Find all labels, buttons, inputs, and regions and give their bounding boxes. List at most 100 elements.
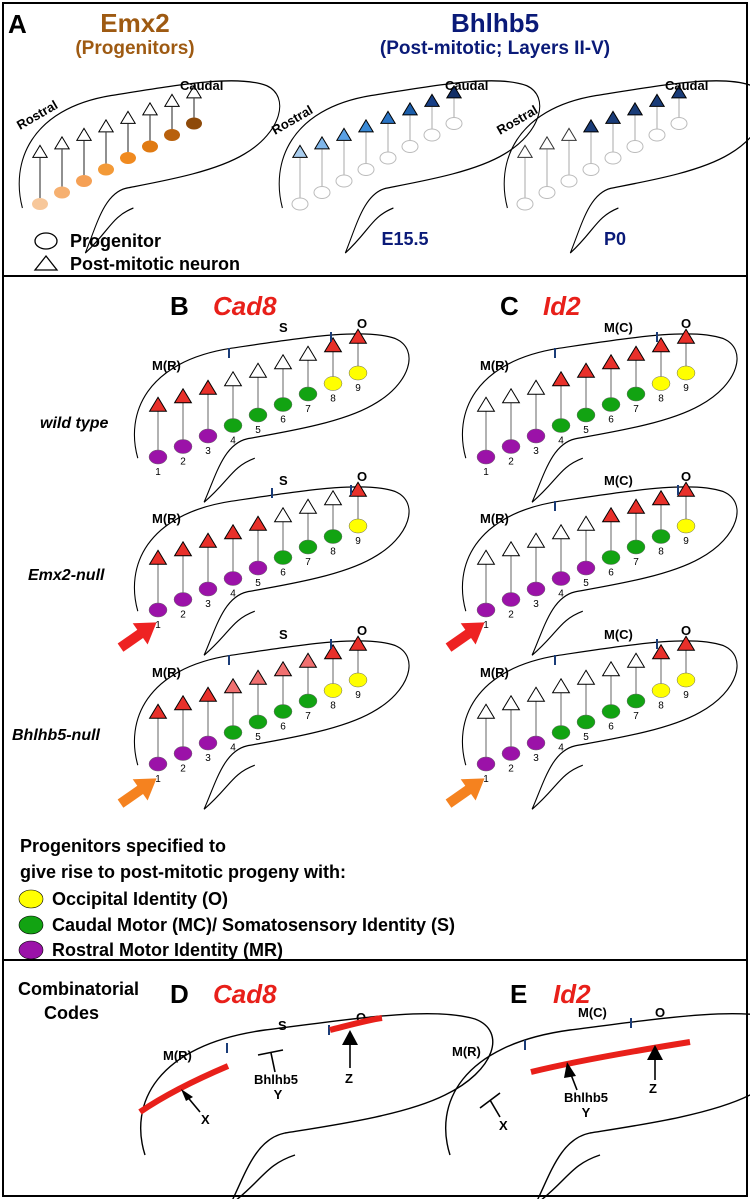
neuron-number: 8 bbox=[330, 547, 336, 558]
e155-diagram bbox=[278, 80, 541, 254]
neuron-number: 8 bbox=[330, 394, 336, 405]
area-label-mr: M(R) bbox=[480, 511, 509, 526]
neuron-triangle bbox=[526, 686, 546, 702]
area-label-mr: M(R) bbox=[152, 358, 181, 373]
progenitor bbox=[348, 518, 368, 534]
progenitor bbox=[54, 186, 70, 199]
legend-heading-2: give rise to post-mitotic progeny with: bbox=[20, 862, 346, 882]
progenitor bbox=[582, 163, 600, 176]
progenitor bbox=[670, 117, 688, 130]
progenitor bbox=[148, 756, 168, 772]
neuron-triangle bbox=[323, 643, 343, 660]
neuron-number: 3 bbox=[205, 599, 211, 610]
genotype-bhlhb5-null: Bhlhb5-null bbox=[12, 727, 101, 744]
arrow-x: X bbox=[181, 1089, 210, 1127]
neuron-triangle bbox=[53, 135, 71, 150]
neuron-triangle bbox=[273, 353, 293, 370]
neuron-triangle bbox=[445, 84, 463, 99]
neuron-triangle bbox=[298, 498, 318, 514]
neuron-triangle bbox=[516, 144, 534, 158]
stage-e15-5: E15.5 bbox=[381, 229, 428, 249]
p0-diagram bbox=[503, 80, 750, 254]
neuron-number: 1 bbox=[483, 620, 489, 631]
panel-d-gene: Cad8 bbox=[213, 979, 277, 1009]
neuron-triangle bbox=[148, 703, 168, 719]
progenitor bbox=[76, 175, 92, 187]
neuron-triangle bbox=[348, 328, 368, 344]
neuron-triangle bbox=[576, 362, 596, 378]
neuron-triangle bbox=[173, 387, 193, 404]
neuron-triangle bbox=[626, 101, 644, 116]
neuron-number: 8 bbox=[658, 701, 664, 712]
progenitor bbox=[298, 693, 318, 709]
neuron-triangle bbox=[198, 532, 218, 548]
codes-label-2: Codes bbox=[44, 1003, 99, 1023]
progenitor bbox=[576, 714, 596, 730]
neuron-number: 1 bbox=[155, 467, 161, 478]
brain-outline bbox=[503, 80, 750, 254]
neuron-triangle bbox=[313, 135, 331, 150]
neuron-triangle bbox=[560, 127, 578, 141]
code-y-label-e: Y bbox=[582, 1105, 591, 1120]
arrow-head bbox=[132, 622, 157, 645]
neuron-number: 9 bbox=[683, 690, 689, 701]
progenitor bbox=[198, 735, 218, 751]
label-rostral: Rostral bbox=[494, 102, 540, 137]
progenitor bbox=[148, 449, 168, 465]
neuron-triangle bbox=[626, 498, 646, 514]
area-label-o: O bbox=[357, 469, 367, 484]
neuron-number: 1 bbox=[483, 467, 489, 478]
progenitor bbox=[626, 386, 646, 402]
codes-label-1: Combinatorial bbox=[18, 979, 139, 999]
neuron-triangle bbox=[198, 379, 218, 395]
neuron-triangle bbox=[273, 660, 293, 677]
code-z-label-e: Z bbox=[649, 1081, 657, 1096]
neuron-triangle bbox=[582, 118, 600, 133]
progenitor bbox=[223, 725, 243, 740]
neuron-triangle bbox=[348, 635, 368, 651]
neuron-number: 6 bbox=[280, 722, 286, 733]
progenitor bbox=[476, 449, 496, 465]
progenitor bbox=[576, 560, 596, 576]
neuron-triangle bbox=[148, 396, 168, 412]
progenitor bbox=[323, 529, 343, 544]
repressor-y-gene: Bhlhb5 bbox=[254, 1072, 298, 1087]
legend-neuron: Post-mitotic neuron bbox=[33, 254, 240, 274]
progenitor bbox=[323, 376, 343, 391]
neuron-triangle bbox=[248, 515, 268, 531]
area-label-s: S bbox=[278, 1018, 287, 1033]
arrow-shaft bbox=[117, 784, 145, 808]
panel-c-gene: Id2 bbox=[543, 291, 581, 321]
neuron-number: 3 bbox=[205, 753, 211, 764]
progenitor bbox=[626, 693, 646, 709]
legend-caudal-motor: Caudal Motor (MC)/ Somatosensory Identit… bbox=[18, 915, 455, 935]
progenitor bbox=[648, 128, 666, 142]
progenitor bbox=[601, 397, 621, 412]
progenitor bbox=[651, 529, 671, 544]
neuron-triangle bbox=[626, 345, 646, 361]
panel-bc-frame bbox=[2, 275, 748, 961]
neuron-triangle bbox=[141, 101, 159, 116]
label-caudal: Caudal bbox=[445, 78, 488, 93]
neuron-triangle bbox=[651, 643, 671, 660]
progenitor bbox=[551, 725, 571, 740]
progenitor bbox=[526, 581, 546, 597]
area-label-mc: M(C) bbox=[604, 627, 633, 642]
arrow-z-e: Z bbox=[647, 1045, 663, 1096]
legend-rostral-motor: Rostral Motor Identity (MR) bbox=[18, 940, 283, 960]
area-label-o: O bbox=[681, 623, 691, 638]
neuron-number: 7 bbox=[633, 711, 639, 722]
neuron-triangle bbox=[423, 93, 441, 107]
arrow-head bbox=[132, 778, 157, 801]
neuron-number: 1 bbox=[155, 620, 161, 631]
label-rostral: Rostral bbox=[14, 97, 60, 132]
id2-expression bbox=[530, 1039, 691, 1075]
neuron-number: 4 bbox=[558, 436, 564, 447]
progenitor bbox=[379, 151, 397, 165]
area-label-o: O bbox=[681, 316, 691, 331]
neuron-number: 8 bbox=[330, 701, 336, 712]
